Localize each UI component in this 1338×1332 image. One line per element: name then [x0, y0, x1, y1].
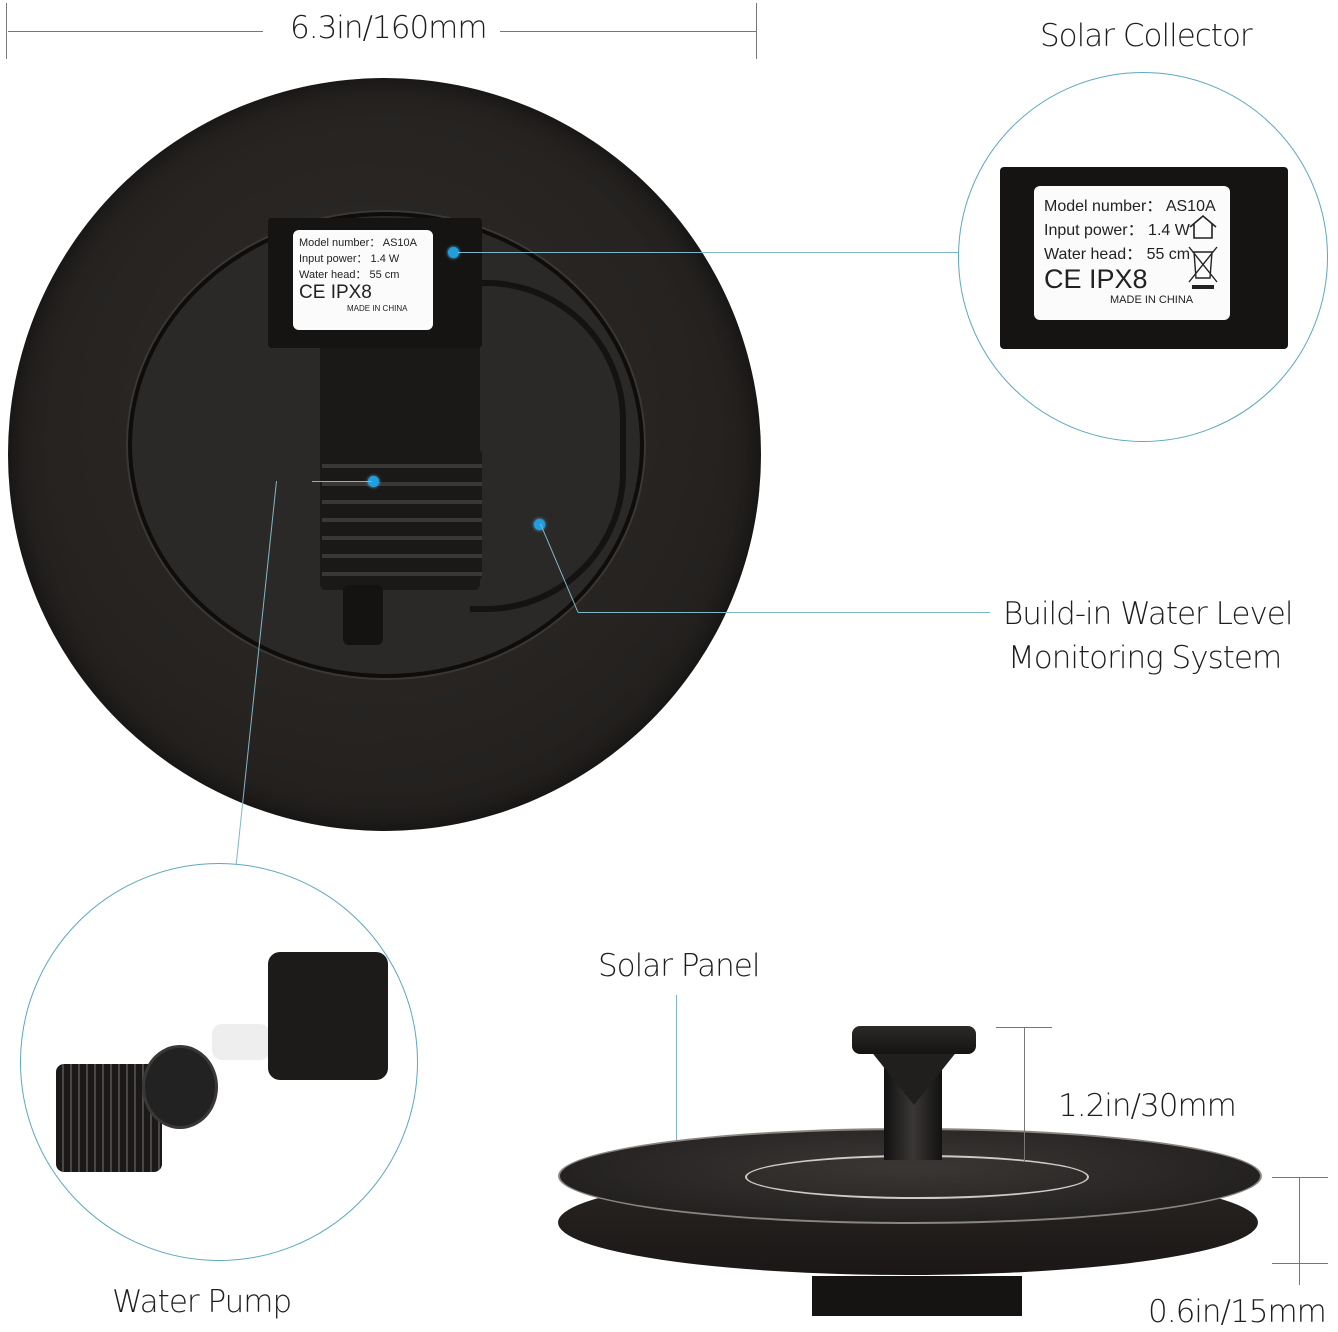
side-view-nozzle-cap [852, 1026, 976, 1054]
zoomed-input-power-text: Input power： 1.4 W [1044, 222, 1190, 239]
zoomed-product-label: Model number： AS10A Input power： 1.4 W W… [1034, 186, 1230, 320]
water-pump-label: Water Pump [112, 1284, 292, 1320]
origin-text: MADE IN CHINA [347, 304, 408, 313]
water-level-label-line1: Build-in Water Level [1003, 596, 1293, 632]
solar-collector-leader [458, 252, 958, 253]
water-head-text: Water head： 55 cm [299, 269, 400, 281]
model-number-text: Model number： AS10A [299, 237, 418, 249]
pump-dot [368, 476, 379, 487]
diameter-dimension-line-left [8, 31, 263, 32]
product-label: Model number： AS10A Input power： 1.4 W W… [293, 230, 433, 330]
diameter-dimension-line-right [500, 31, 756, 32]
zoomed-water-head-text: Water head： 55 cm [1044, 246, 1191, 263]
side-view-panel-ring [745, 1155, 1089, 1199]
solar-panel-leader [676, 995, 677, 1175]
house-icon [1189, 214, 1217, 239]
input-power-text: Input power： 1.4 W [299, 253, 400, 265]
diameter-label: 6.3in/160mm [290, 10, 488, 46]
water-level-label-line2: Monitoring System [1008, 640, 1282, 676]
base-height-label: 0.6in/15mm [1148, 1294, 1327, 1330]
crossed-bin-icon [1188, 246, 1218, 289]
zoomed-origin-text: MADE IN CHINA [1110, 294, 1194, 306]
pump-nozzle [343, 585, 383, 645]
solar-panel-label: Solar Panel [598, 948, 760, 984]
water-level-dot [534, 519, 545, 530]
side-view-nozzle-cone [866, 1045, 962, 1105]
pump-ribs [322, 450, 482, 580]
pump-impeller [212, 1024, 270, 1060]
nozzle-height-line [1024, 1027, 1025, 1162]
side-view-foot [812, 1276, 1022, 1316]
zoomed-ce-mark: CE [1044, 264, 1082, 294]
diameter-tick-left [6, 3, 7, 59]
base-height-line [1299, 1177, 1300, 1285]
solar-collector-label: Solar Collector [1040, 18, 1253, 54]
solar-collector-dot [448, 247, 459, 258]
zoomed-ip-rating: IPX8 [1089, 264, 1148, 294]
base-height-top-tick [1272, 1177, 1328, 1178]
water-level-leader-h [578, 612, 990, 613]
pump-motor [268, 952, 388, 1080]
diameter-tick-right [756, 3, 757, 59]
ip-rating: IPX8 [330, 282, 372, 303]
base-height-bottom-tick [1272, 1263, 1328, 1264]
nozzle-height-label: 1.2in/30mm [1058, 1088, 1237, 1124]
pump-impeller-cover [142, 1045, 218, 1129]
ce-mark: CE [299, 282, 326, 303]
pump-leader-h [312, 481, 372, 482]
zoomed-model-number-text: Model number： AS10A [1044, 198, 1216, 215]
